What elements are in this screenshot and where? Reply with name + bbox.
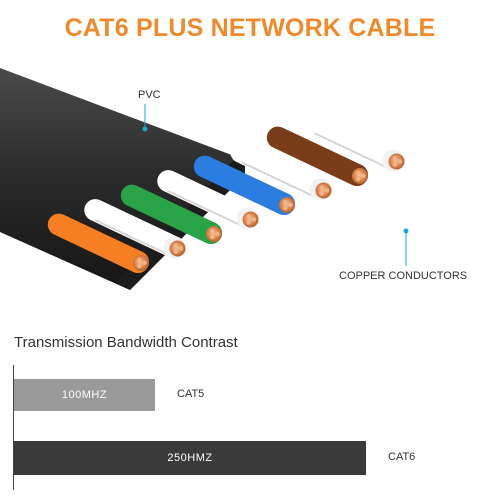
copper-strand-2-0 xyxy=(215,231,220,237)
copper-strand-7-0 xyxy=(397,159,403,164)
copper-strand-3-0 xyxy=(251,217,257,222)
bar-cat5-name: CAT5 xyxy=(177,388,205,400)
copper-strand-2-2 xyxy=(210,228,215,234)
copper-strand-1-2 xyxy=(173,243,178,248)
copper-conductors-label: COPPER CONDUCTORS xyxy=(339,270,468,282)
bar-cat6-value: 250HMZ xyxy=(167,452,213,464)
copper-strand-3-1 xyxy=(246,220,251,225)
bar-cat5-value: 100MHZ xyxy=(61,389,108,401)
copper-strand-6-0 xyxy=(361,173,366,179)
copper-strand-4-1 xyxy=(283,205,288,211)
copper-strand-7-2 xyxy=(392,156,397,161)
page-title: CAT6 PLUS NETWORK CABLE xyxy=(64,14,436,42)
copper-conductor-3 xyxy=(242,211,259,228)
wire-orange-0 xyxy=(47,213,149,273)
bar-cat5: 100MHZ xyxy=(14,379,155,411)
copper-strand-5-2 xyxy=(319,185,324,190)
wire-shade-7 xyxy=(313,132,394,172)
wire-green-2 xyxy=(120,184,222,244)
bandwidth-section-title: Transmission Bandwidth Contrast xyxy=(14,334,238,351)
copper-conductor-7 xyxy=(388,153,405,170)
wire-shade-5 xyxy=(240,161,321,201)
copper-strand-4-0 xyxy=(288,202,293,208)
copper-strand-7-1 xyxy=(392,162,397,167)
wire-blue-4 xyxy=(193,155,295,215)
copper-strand-0-1 xyxy=(137,263,142,269)
copper-conductor-1 xyxy=(169,240,186,257)
copper-strand-0-2 xyxy=(137,257,142,263)
wire-white-7 xyxy=(303,112,405,172)
wire-white-3 xyxy=(157,170,259,230)
bar-axis-line xyxy=(13,365,14,490)
copper-strand-1-1 xyxy=(173,249,178,254)
copper-strand-5-0 xyxy=(324,188,330,193)
pvc-label: PVC xyxy=(138,89,161,101)
copper-conductor-0 xyxy=(133,255,149,271)
copper-strand-3-2 xyxy=(246,214,251,219)
copper-strand-6-2 xyxy=(356,170,361,176)
copper-strand-6-1 xyxy=(356,176,361,182)
wire-bundle xyxy=(47,112,405,273)
copper-callout-dot xyxy=(403,228,409,234)
wire-shade-3 xyxy=(167,190,248,230)
copper-conductor-5 xyxy=(315,182,332,199)
wire-shade-1 xyxy=(94,219,175,259)
copper-strand-0-0 xyxy=(142,260,147,266)
copper-conductor-2 xyxy=(206,226,222,242)
bar-cat6-name: CAT6 xyxy=(388,451,416,463)
copper-strand-1-0 xyxy=(178,246,184,251)
wire-white-5 xyxy=(230,141,332,201)
copper-conductor-4 xyxy=(279,197,295,213)
pvc-callout-dot xyxy=(142,126,148,132)
copper-conductor-6 xyxy=(352,168,368,184)
copper-strand-5-1 xyxy=(319,191,324,196)
bar-cat6: 250HMZ xyxy=(14,441,366,475)
copper-strand-2-1 xyxy=(210,234,215,240)
wire-white-1 xyxy=(84,199,186,259)
cable-illustration xyxy=(0,68,409,290)
copper-strand-4-2 xyxy=(283,199,288,205)
wire-brown-6 xyxy=(266,126,368,186)
